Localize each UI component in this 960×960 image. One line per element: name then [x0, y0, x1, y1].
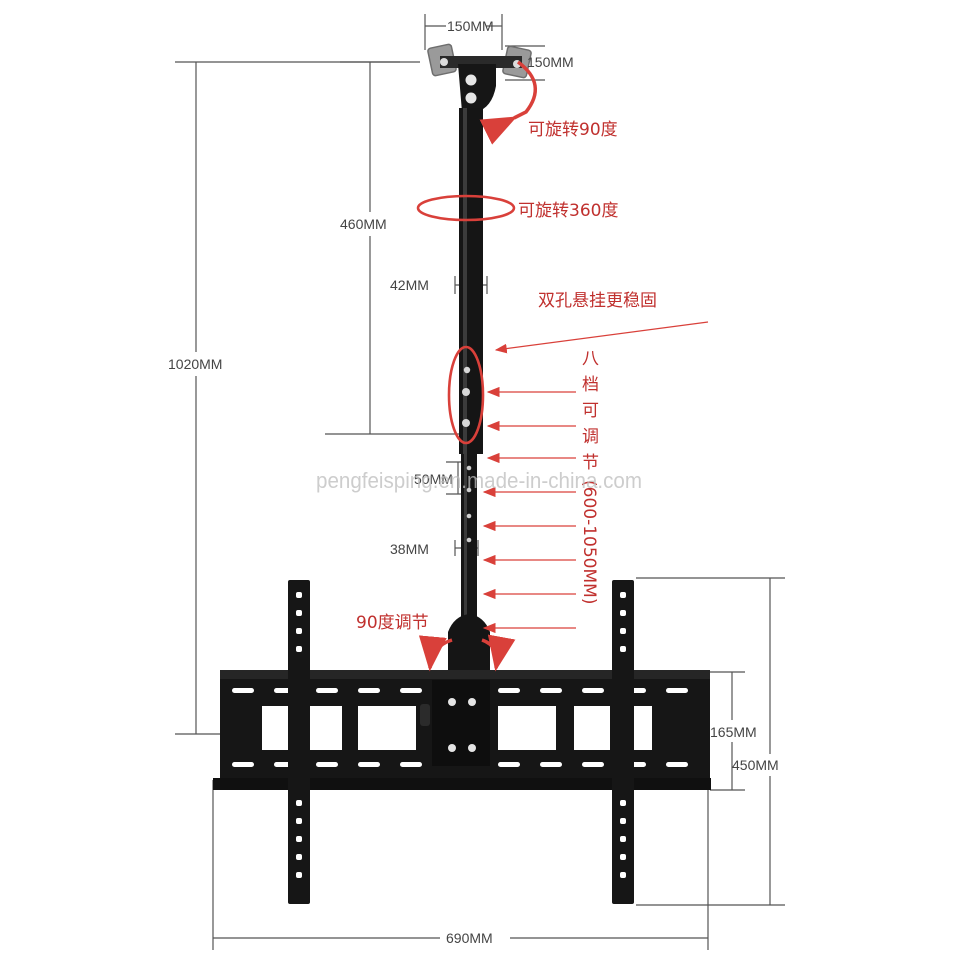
tv-bracket-frame [213, 670, 711, 790]
tilt-left-arrow-icon [418, 635, 453, 672]
note-eight-levels-char: 八 [582, 349, 599, 369]
note-eight-levels: 八 档 可 调 节 [582, 349, 599, 473]
rotate-360-ellipse-icon [416, 194, 516, 222]
adjust-level-arrows [482, 386, 576, 634]
dim-pole-diameter: 42MM [390, 277, 429, 293]
dim-top-width: 150MM [447, 18, 494, 34]
upper-pole [459, 108, 483, 454]
note-eight-levels-char: 档 [582, 375, 599, 395]
dim-frame-height: 165MM [710, 724, 757, 740]
dim-hole-spacing: 50MM [414, 471, 453, 487]
tilt-right-arrow-icon [481, 634, 516, 672]
lower-pole [448, 454, 490, 676]
dim-bracket-width: 690MM [446, 930, 493, 946]
note-eight-levels-char: 节 [582, 453, 599, 473]
feature-annotations: 可旋转90度 可旋转360度 双孔悬挂更稳固 90度调节 八 档 可 调 节 (… [356, 120, 657, 633]
note-eight-levels-char: 可 [582, 401, 599, 421]
dimension-labels: 150MM 150MM 460MM 42MM 1020MM 50MM 38MM … [168, 18, 779, 946]
note-adjust-range: (600-1050MM) [579, 480, 599, 604]
mount-illustration [213, 43, 711, 904]
dim-top-height: 150MM [527, 54, 574, 70]
watermark-text: pengfeisping.en.made-in-china.com [316, 468, 642, 493]
note-rotate-90: 可旋转90度 [528, 120, 618, 140]
dim-total-height: 1020MM [168, 356, 222, 372]
dim-lower-diameter: 38MM [390, 541, 429, 557]
note-double-hole: 双孔悬挂更稳固 [538, 291, 657, 311]
left-vertical-arm [288, 580, 310, 904]
note-adjust-90: 90度调节 [356, 613, 429, 633]
right-vertical-arm [612, 580, 634, 904]
dimension-lines [175, 14, 785, 950]
dim-bracket-height: 450MM [732, 757, 779, 773]
note-rotate-360: 可旋转360度 [518, 201, 618, 221]
double-hole-highlight-icon [447, 345, 485, 445]
note-eight-levels-char: 调 [582, 427, 599, 447]
red-annotation-marks [416, 60, 709, 672]
top-swivel-joint [458, 64, 496, 112]
dim-upper-length: 460MM [340, 216, 387, 232]
rotate-90-arrow-icon [479, 60, 538, 145]
